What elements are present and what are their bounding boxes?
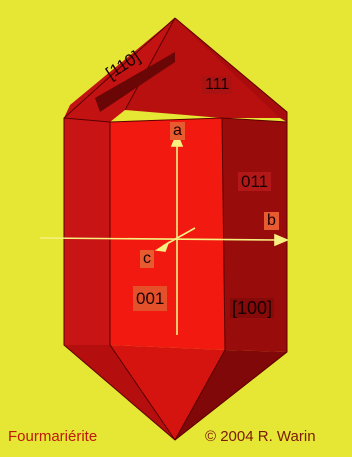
label-axis-a: a: [170, 122, 185, 140]
label-011: 011: [238, 172, 271, 191]
mineral-name: Fourmariérite: [8, 428, 97, 445]
label-001: 001: [133, 286, 167, 311]
label-111: 111: [202, 76, 232, 94]
label-100: [100]: [230, 298, 274, 318]
face-left: [64, 118, 110, 345]
label-axis-c: c: [140, 250, 154, 268]
label-axis-b: b: [264, 212, 279, 230]
face-front: [110, 118, 225, 350]
copyright: © 2004 R. Warin: [205, 428, 316, 445]
